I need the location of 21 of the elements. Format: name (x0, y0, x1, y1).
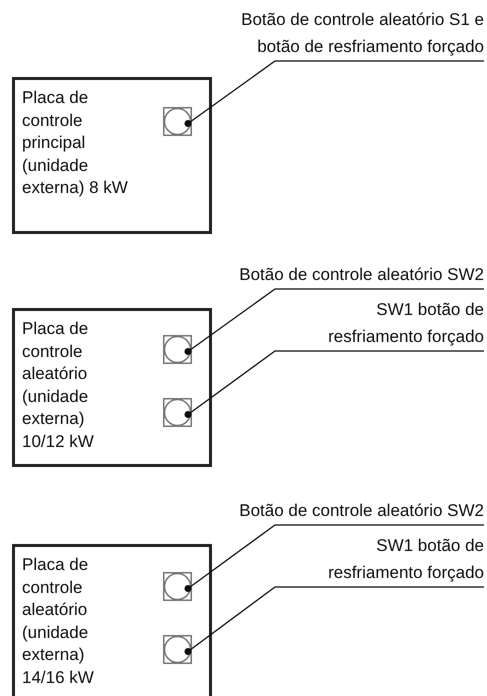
leader-line (184, 586, 484, 655)
board-label: Placa de controle aleatório (unidade externa) 14/16 kW (22, 554, 95, 688)
callout-label: Botão de controle aleatório SW2 (160, 261, 484, 289)
board-label: Placa de controle principal (unidade externa) 8 kW (22, 87, 129, 199)
control-board (12, 308, 212, 467)
control-board (12, 77, 212, 234)
callout-label: SW1 botão de resfriamento forçado (304, 532, 484, 587)
push-button-symbol (163, 335, 192, 364)
leader-line (184, 350, 484, 418)
control-board (12, 544, 212, 696)
callout-label: SW1 botão de resfriamento forçado (304, 296, 484, 351)
push-button-symbol (163, 398, 192, 427)
leader-line (184, 60, 484, 127)
push-button-symbol (163, 107, 192, 136)
push-button-symbol (163, 635, 192, 664)
push-button-symbol (163, 572, 192, 601)
leader-line (184, 524, 484, 592)
board-label: Placa de controle aleatório (unidade externa) 10/12 kW (22, 318, 95, 452)
leader-line (184, 288, 484, 355)
callout-label: Botão de controle aleatório S1 e botão de resfriamento forçado (214, 6, 484, 61)
callout-label: Botão de controle aleatório SW2 (160, 497, 484, 525)
